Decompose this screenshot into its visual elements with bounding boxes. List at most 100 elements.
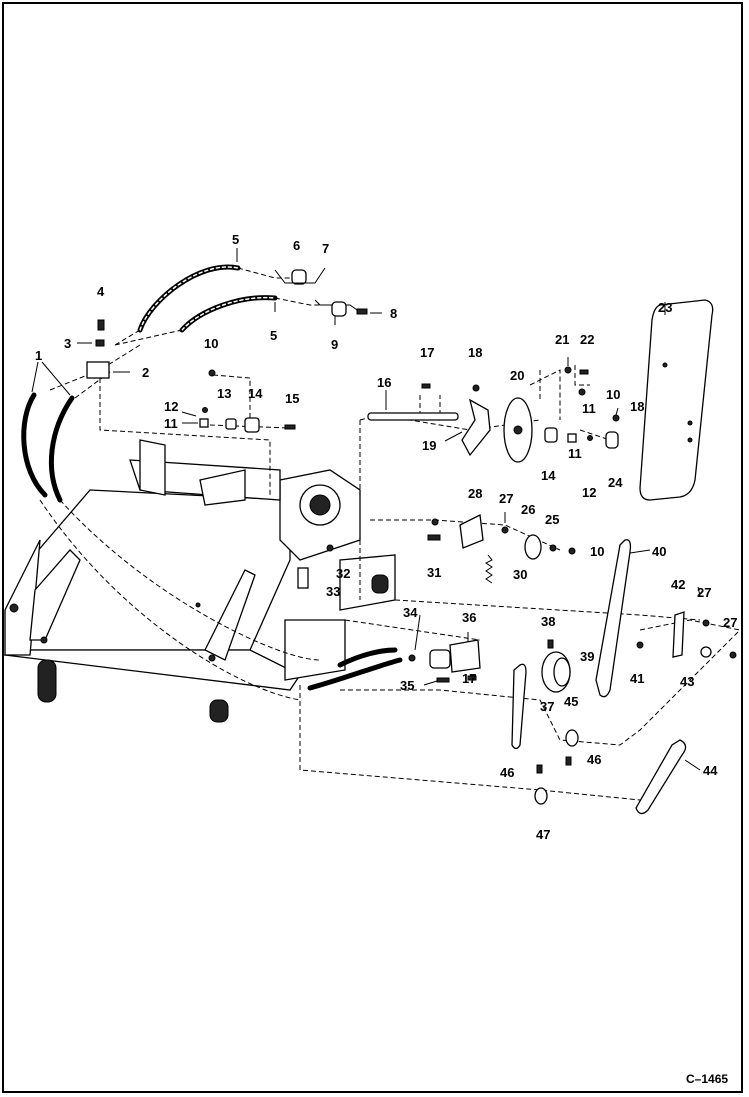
callout: 4 [97, 284, 105, 299]
callout: 27 [499, 491, 513, 506]
fitting-4 [97, 319, 105, 331]
callout: 30 [513, 567, 527, 582]
callout: 12 [582, 485, 596, 500]
rear-caster-wheel [371, 574, 389, 594]
key-46 [565, 756, 572, 766]
left-caster-wheel [37, 659, 57, 703]
callout: 11 [568, 446, 582, 461]
nut-27b [702, 619, 710, 627]
callout: 14 [248, 386, 263, 401]
callout: 44 [703, 763, 718, 778]
callout: 11 [164, 416, 178, 431]
callout: 37 [540, 699, 554, 714]
bolt-22 [579, 369, 589, 375]
callout: 36 [462, 610, 476, 625]
callout: 27 [697, 585, 711, 600]
housing-bore [309, 494, 331, 516]
hydraulic-hoses [21, 264, 403, 691]
callout: 12 [164, 399, 178, 414]
bolt-hole [40, 636, 48, 644]
key-17b [467, 675, 477, 681]
callout: 40 [652, 544, 666, 559]
motor-hose-1 [337, 647, 398, 668]
motor-body-36 [429, 649, 451, 669]
left-bracket [139, 439, 166, 496]
fitting-3 [95, 339, 105, 347]
belt-37 [511, 663, 527, 750]
callout-leaders [31, 248, 701, 771]
callout: 38 [541, 614, 555, 629]
washer-12 [202, 407, 208, 413]
nut-10b [578, 388, 586, 396]
callout: 34 [403, 605, 418, 620]
callout: 41 [630, 671, 644, 686]
idler-43 [700, 646, 712, 658]
callout: 43 [680, 674, 694, 689]
callout: 18 [468, 345, 482, 360]
block-32 [297, 567, 309, 589]
main-frame-assembly [3, 439, 396, 723]
callout: 5 [270, 328, 277, 343]
callout: 2 [142, 365, 149, 380]
callout: 33 [326, 584, 340, 599]
bearing-24 [605, 431, 619, 449]
callout: 5 [232, 232, 239, 247]
spring-30 [485, 554, 493, 584]
flange-14 [244, 417, 260, 433]
nut-10c [568, 547, 576, 555]
valve-6 [291, 269, 307, 285]
nut-21 [564, 366, 572, 374]
washer-25 [549, 544, 557, 552]
callout: 35 [400, 678, 414, 693]
side-cover-23 [639, 299, 714, 501]
callout: 7 [322, 241, 329, 256]
bolt-15 [284, 424, 296, 430]
bolt-41 [636, 641, 644, 649]
hose-coupler-block [86, 361, 110, 379]
washer-12b [587, 435, 593, 441]
key-46b [536, 764, 543, 774]
nut-18 [472, 384, 480, 392]
callout: 31 [427, 565, 441, 580]
bushing-11b [567, 433, 577, 443]
assembly-lines [39, 267, 741, 801]
bracket-28 [459, 514, 484, 549]
fitting-8 [356, 308, 368, 315]
callout: 18 [630, 399, 644, 414]
nut-10 [208, 369, 216, 377]
left-rib [29, 549, 81, 641]
callout: 42 [671, 577, 685, 592]
callout: 6 [293, 238, 300, 253]
fan-19 [461, 398, 491, 457]
callout: 28 [468, 486, 482, 501]
bushing-11 [199, 418, 209, 428]
callout: 46 [587, 752, 601, 767]
callout: 10 [606, 387, 620, 402]
callout: 45 [564, 694, 578, 709]
callout: 9 [331, 337, 338, 352]
right-caster-wheel [209, 699, 229, 723]
callout-labels: 1 2 3 4 5 5 6 7 8 9 10 10 10 11 11 11 12… [35, 232, 737, 842]
key-38 [547, 639, 554, 649]
belt-44 [635, 739, 687, 815]
callout: 17 [462, 671, 476, 686]
hose-left-2 [48, 395, 75, 503]
callout: 39 [580, 649, 594, 664]
bolt-31 [427, 534, 441, 541]
callout: 1 [35, 348, 42, 363]
callout: 32 [336, 566, 350, 581]
callout: 10 [590, 544, 604, 559]
callout: 16 [377, 375, 391, 390]
right-rib [204, 569, 256, 661]
callout: 17 [420, 345, 434, 360]
tube-7 [274, 267, 326, 284]
bolt-hole [208, 654, 216, 662]
callout: 13 [217, 386, 231, 401]
callout: 11 [582, 401, 596, 416]
callout: 10 [204, 336, 218, 351]
bolt-35 [436, 677, 450, 683]
callout: 19 [422, 438, 436, 453]
small-parts [86, 267, 737, 815]
